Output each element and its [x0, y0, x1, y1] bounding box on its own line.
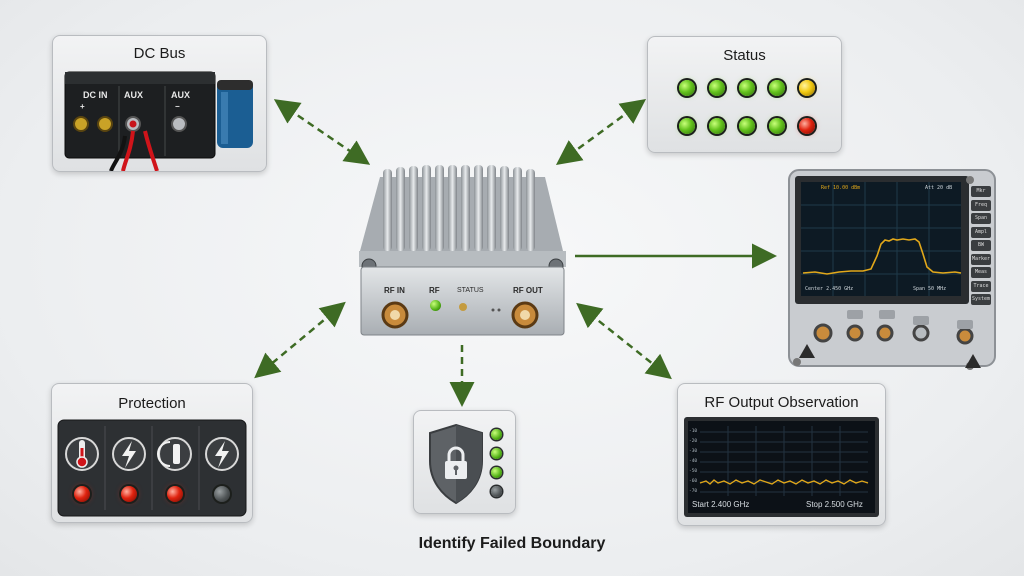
rf-amplifier-device: RF IN RF STATUS RF OUT [355, 163, 570, 343]
y-tick: -20 [689, 439, 698, 444]
status-label: STATUS [457, 287, 484, 294]
y-tick: -60 [689, 479, 698, 484]
identify-led-4 [491, 486, 502, 497]
status-led-10 [799, 118, 815, 134]
shield-lock-icon [429, 423, 483, 505]
dc-bus-terminal-block [64, 71, 253, 171]
y-tick: -40 [689, 459, 698, 464]
side-button-trace[interactable]: Trace [971, 280, 991, 292]
status-led-8 [739, 118, 755, 134]
y-tick: -10 [689, 429, 698, 434]
side-button-marker[interactable]: Marker [971, 253, 991, 265]
rf-out-label: RF OUT [513, 286, 543, 295]
identify-card [413, 410, 516, 514]
status-led-9 [769, 118, 785, 134]
side-button-span[interactable]: Span [971, 213, 991, 224]
status-card: Status [647, 36, 842, 153]
rf-output-trace [699, 479, 869, 485]
analyzer-center-readout: Center 2.450 GHz [805, 286, 854, 292]
protection-card: Protection [51, 383, 253, 523]
protection-led-4 [214, 486, 230, 502]
arrow-status [555, 99, 647, 165]
status-led-2 [709, 80, 725, 96]
arrow-protection [254, 301, 346, 379]
footer-caption: Identify Failed Boundary [418, 535, 606, 552]
analyzer-body [788, 169, 996, 370]
rf-label: RF [429, 286, 440, 295]
identify-led-2 [491, 448, 502, 459]
protection-led-2 [121, 486, 137, 502]
arrow-rf-output [576, 302, 672, 380]
aux-label-1: AUX [124, 90, 144, 100]
analyzer-ref-readout: Ref 10.00 dBm [821, 185, 861, 191]
dc-in-label: DC IN [83, 90, 108, 100]
surge-bolt-icon-1 [112, 437, 146, 471]
status-led-7 [709, 118, 725, 134]
rf-output-y-ticks: -10 -20 -30 -40 -50 -60 -70 [689, 428, 701, 498]
protection-panel [57, 419, 247, 517]
heatsink-fins [383, 165, 535, 251]
dc-bus-card: DC Bus DC IN AUX AUX + − [52, 35, 267, 172]
side-button-ampl[interactable]: Ampl [971, 226, 991, 238]
rf-output-stop: Stop 2.500 GHz [806, 500, 863, 509]
device-body [359, 165, 566, 336]
thermometer-icon [65, 437, 99, 471]
surge-bolt-icon-2 [205, 437, 239, 471]
aux-label-2: AUX [171, 90, 191, 100]
side-button-mkr[interactable]: Mkr [971, 186, 991, 197]
side-button-meas[interactable]: Meas [971, 267, 991, 278]
analyzer-span-readout: Span 50 MHz [913, 286, 947, 292]
spectrum-analyzer: Mkr Freq Span Ampl BW Marker Meas Trace … [785, 168, 1000, 373]
analyzer-trace [802, 238, 962, 275]
identify-led-1 [491, 429, 502, 440]
current-limit-icon [157, 437, 192, 471]
status-led-5 [799, 80, 815, 96]
protection-led-3 [167, 486, 183, 502]
rf-output-scope [684, 417, 879, 517]
status-led-1 [679, 80, 695, 96]
plus-label: + [80, 102, 85, 111]
protection-title: Protection [118, 395, 186, 412]
analyzer-side-buttons: Mkr Freq Span Ampl BW Marker Meas Trace … [971, 186, 991, 308]
status-led-3 [739, 80, 755, 96]
y-tick: -30 [689, 449, 698, 454]
side-button-system[interactable]: System [971, 294, 991, 305]
status-led-4 [769, 80, 785, 96]
y-tick: -50 [689, 469, 698, 474]
rf-output-card: RF Output Observation -10 -20 -30 -40 -5… [677, 383, 886, 526]
side-button-bw[interactable]: BW [971, 240, 991, 251]
analyzer-att-readout: Att 20 dB [925, 185, 953, 191]
dc-bus-title: DC Bus [133, 45, 186, 62]
minus-label: − [175, 102, 180, 111]
status-led-6 [679, 118, 695, 134]
y-tick: -70 [689, 489, 698, 494]
rf-in-label: RF IN [384, 286, 405, 295]
side-button-freq[interactable]: Freq [971, 199, 991, 211]
rf-green-led [430, 300, 441, 311]
rf-output-start: Start 2.400 GHz [692, 500, 750, 509]
arrow-dc-bus [273, 99, 371, 165]
protection-led-1 [74, 486, 90, 502]
rf-output-title: RF Output Observation [704, 394, 859, 411]
identify-led-3 [491, 467, 502, 478]
status-title: Status [723, 47, 766, 64]
